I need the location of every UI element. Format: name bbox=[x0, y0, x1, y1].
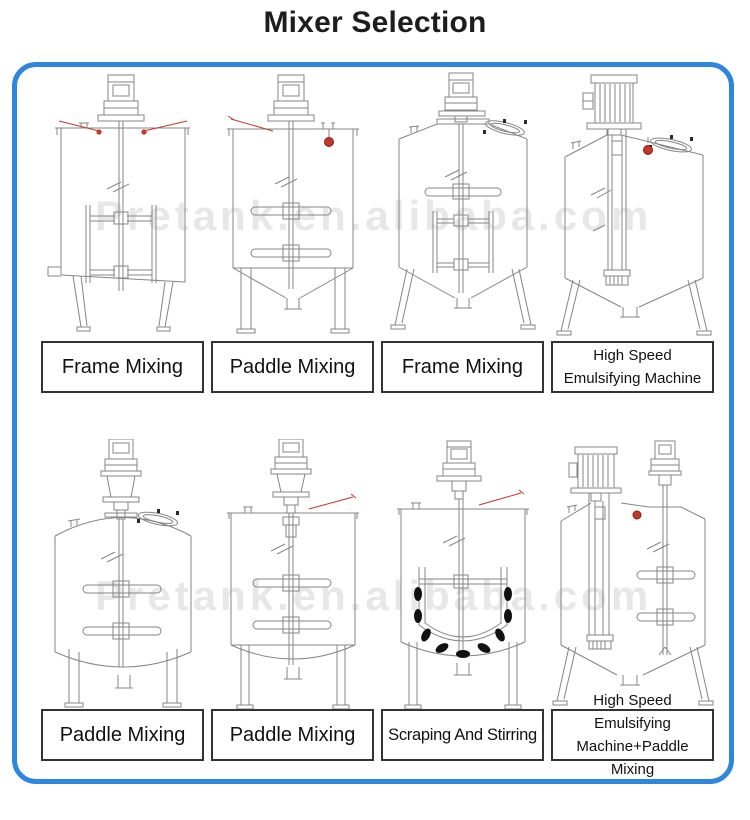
mixer-cell-high-speed-emulsifying: High Speed Emulsifying Machine bbox=[551, 71, 714, 393]
mixer-label-line: Scraping And Stirring bbox=[388, 725, 537, 744]
watermark-text: Pretank.en.alibaba.com bbox=[95, 192, 653, 239]
page-title: Mixer Selection bbox=[263, 6, 487, 39]
paddle-mixing-tank-drawing bbox=[54, 439, 192, 708]
manway-clamps bbox=[137, 509, 179, 523]
mixer-label-line: High Speed bbox=[593, 346, 672, 364]
diagram-frame: Pretank.en.alibaba.com Pretank.en.alibab… bbox=[12, 62, 734, 784]
mixer-label-line: Paddle Mixing bbox=[59, 723, 186, 746]
leader-line-marks bbox=[227, 115, 274, 132]
mixer-cell-emulsifying-plus-paddle: High Speed Emulsifying Machine+Paddle Mi… bbox=[551, 439, 714, 778]
sight-glass-marker bbox=[632, 510, 642, 520]
mixer-cell-frame-mixing-2: Frame Mixing bbox=[381, 71, 544, 393]
mixer-label-line: Emulsifying Machine bbox=[563, 370, 702, 387]
watermark-text: Pretank.en.alibaba.com bbox=[95, 572, 653, 619]
mixer-cell-paddle-mixing-3: Paddle Mixing bbox=[211, 439, 374, 761]
mixer-cell-paddle-mixing-1: Paddle Mixing bbox=[211, 71, 374, 393]
emulsifying-plus-paddle-tank-drawing bbox=[552, 440, 714, 706]
mixer-label-line: High Speed Emulsifying bbox=[593, 691, 672, 732]
mixer-cell-paddle-mixing-2: Paddle Mixing bbox=[41, 439, 204, 761]
mixer-label-box: Frame Mixing bbox=[381, 341, 544, 393]
mixer-row-2: Paddle Mixing bbox=[41, 439, 714, 778]
mixer-label-line: Machine+Paddle Mixing bbox=[576, 738, 689, 779]
scraping-stirring-tank-drawing bbox=[397, 440, 529, 709]
red-marker bbox=[141, 129, 147, 135]
mixer-label-box: Paddle Mixing bbox=[211, 341, 374, 393]
emulsifying-machine-tank-drawing bbox=[556, 74, 712, 336]
leader-line-marks bbox=[478, 489, 525, 506]
leader-line-marks bbox=[58, 120, 188, 132]
mixer-label-box: Paddle Mixing bbox=[211, 709, 374, 761]
mixer-label-box: Paddle Mixing bbox=[41, 709, 204, 761]
mixer-label-line: Frame Mixing bbox=[401, 355, 524, 378]
mixer-label-box: High Speed Emulsifying Machine bbox=[551, 341, 714, 393]
frame-mixing-tank-drawing bbox=[47, 74, 190, 332]
mixer-label-line: Frame Mixing bbox=[61, 355, 184, 378]
mixer-cell-frame-mixing-1: Frame Mixing bbox=[41, 71, 204, 393]
frame-mixing-tank-drawing bbox=[390, 72, 536, 330]
red-marker bbox=[96, 129, 102, 135]
manway-clamps bbox=[483, 119, 527, 134]
scraper-pads bbox=[414, 587, 512, 658]
mixer-label-box: Frame Mixing bbox=[41, 341, 204, 393]
mixer-label-line: Paddle Mixing bbox=[229, 355, 356, 378]
mixer-label-box: Scraping And Stirring bbox=[381, 709, 544, 761]
leader-line-marks bbox=[308, 493, 357, 510]
mixer-label-line: Paddle Mixing bbox=[229, 723, 356, 746]
mixer-row-1: Frame Mixing bbox=[41, 71, 714, 393]
mixer-label-box: High Speed Emulsifying Machine+Paddle Mi… bbox=[551, 692, 714, 778]
mixer-cell-scraping-and-stirring: Scraping And Stirring bbox=[381, 439, 544, 761]
paddle-mixing-tank-drawing bbox=[227, 439, 359, 709]
sight-glass-marker bbox=[324, 137, 334, 147]
sight-glass-marker bbox=[643, 145, 653, 155]
paddle-mixing-tank-drawing bbox=[227, 74, 359, 334]
